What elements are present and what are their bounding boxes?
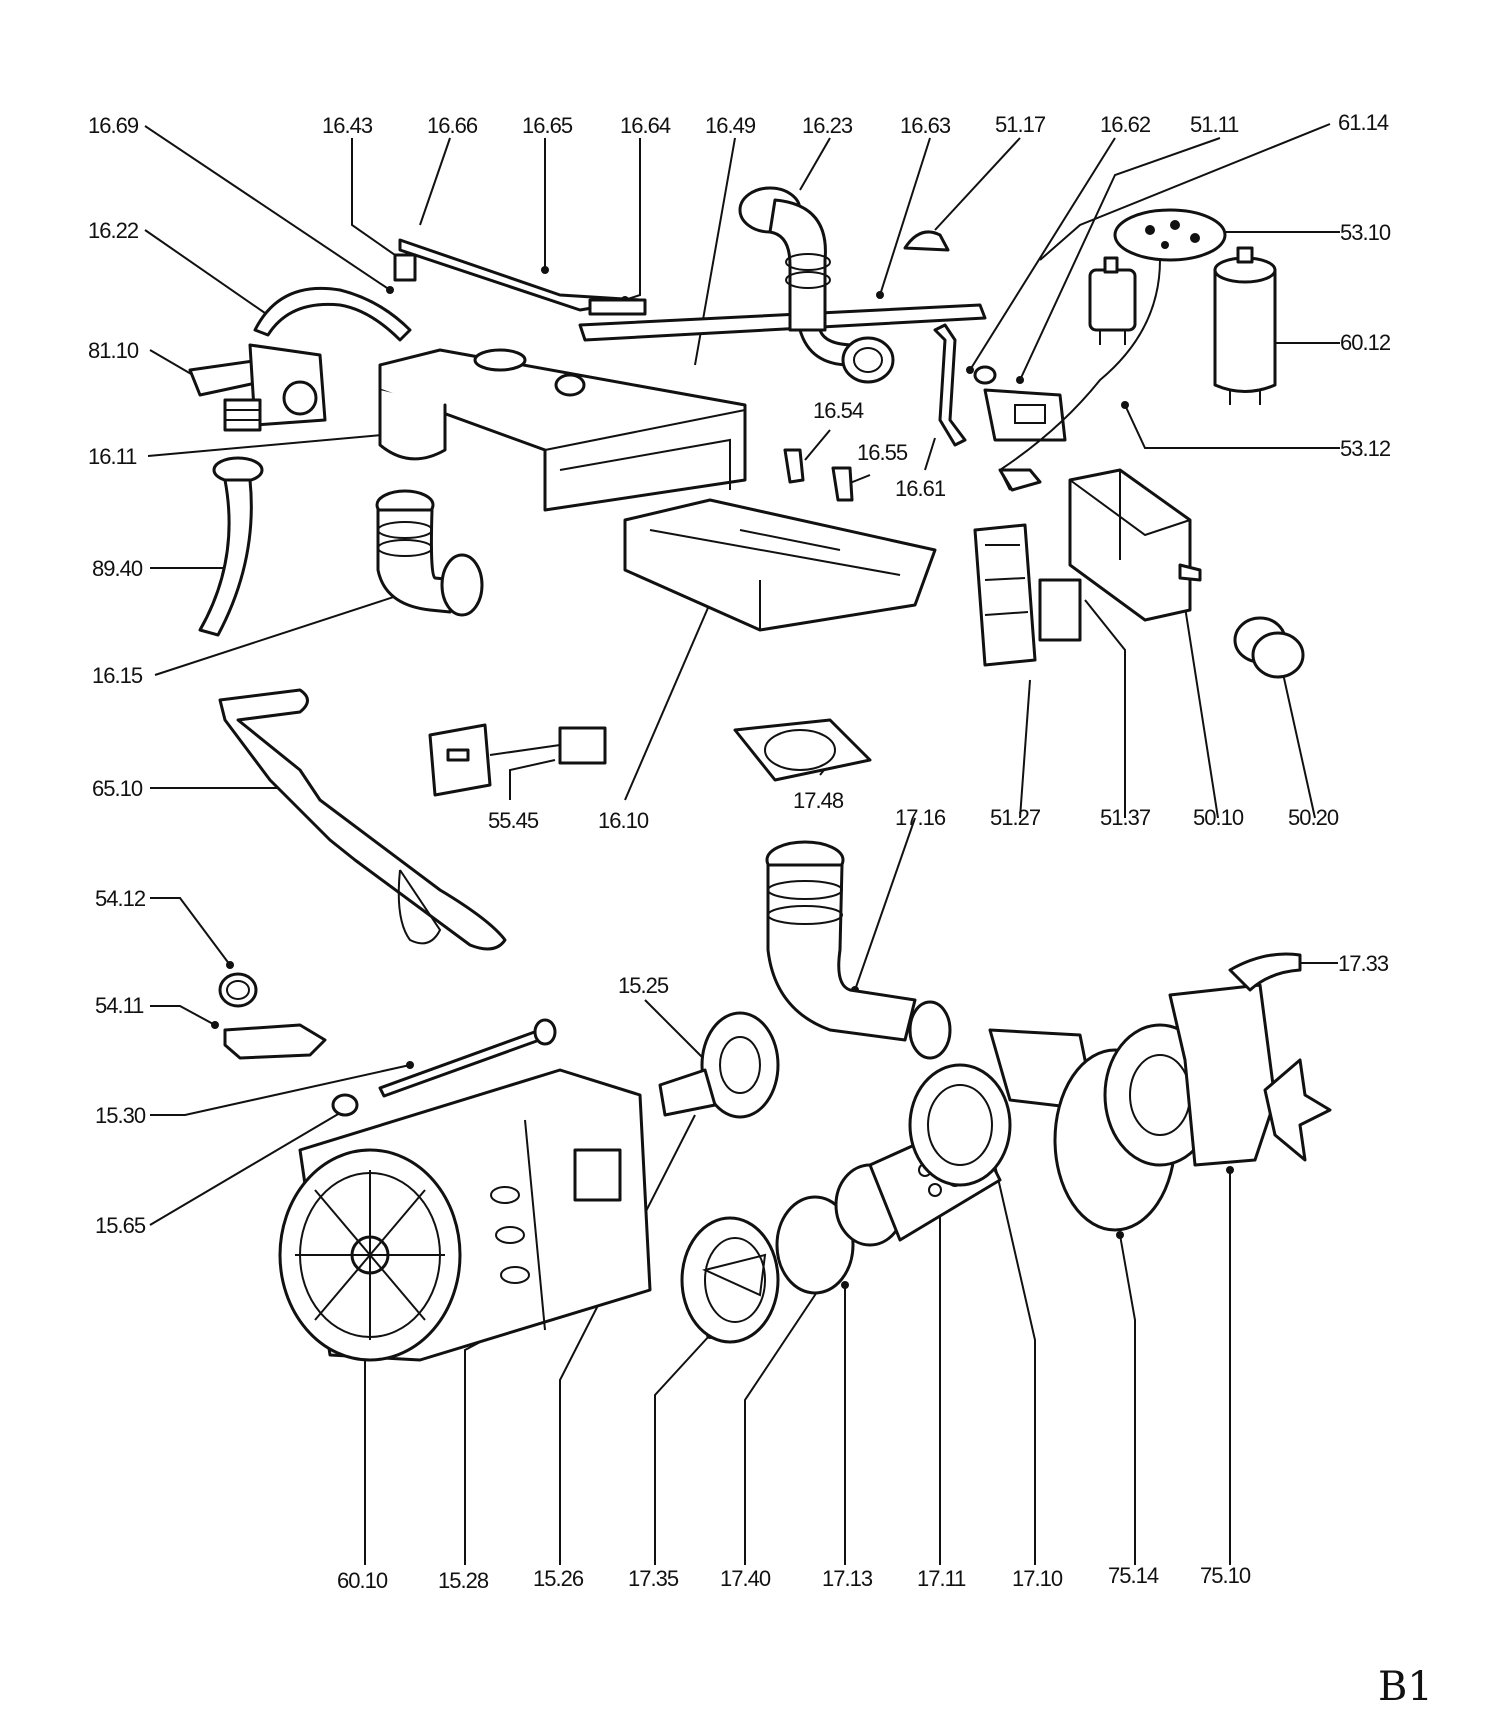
label-16-43: 16.43 xyxy=(322,113,373,138)
control-rail xyxy=(393,238,987,342)
label-54-11: 54.11 xyxy=(95,993,144,1018)
label-60-12: 60.12 xyxy=(1340,330,1391,355)
label-16-15: 16.15 xyxy=(92,663,143,688)
rod-and-pin xyxy=(331,1018,557,1117)
seals xyxy=(218,972,327,1060)
label-16-61: 16.61 xyxy=(895,476,946,501)
label-17-40: 17.40 xyxy=(720,1566,771,1591)
label-65-10: 65.10 xyxy=(92,776,143,801)
label-16-66: 16.66 xyxy=(427,113,478,138)
label-15-30: 15.30 xyxy=(95,1103,146,1128)
label-61-14: 61.14 xyxy=(1338,110,1389,135)
pulley xyxy=(658,1011,780,1119)
sump-hose xyxy=(765,840,952,1060)
label-15-25: 15.25 xyxy=(618,973,669,998)
leader-lines xyxy=(144,123,1340,1565)
label-51-37: 51.37 xyxy=(1100,805,1151,830)
dispenser-housing xyxy=(378,348,747,512)
label-54-12: 54.12 xyxy=(95,886,146,911)
filter-board xyxy=(428,723,607,797)
label-15-28: 15.28 xyxy=(438,1568,489,1593)
heating-element xyxy=(218,688,507,951)
label-17-16: 17.16 xyxy=(895,805,946,830)
label-16-11: 16.11 xyxy=(88,444,137,469)
label-75-14: 75.14 xyxy=(1108,1563,1159,1588)
timer xyxy=(1068,468,1202,622)
label-75-10: 75.10 xyxy=(1200,1563,1251,1588)
label-55-45: 55.45 xyxy=(488,808,539,833)
label-16-63: 16.63 xyxy=(900,113,951,138)
control-module xyxy=(973,523,1082,667)
label-17-33: 17.33 xyxy=(1338,951,1389,976)
label-16-69: 16.69 xyxy=(88,113,139,138)
label-53-10: 53.10 xyxy=(1340,220,1391,245)
label-60-10: 60.10 xyxy=(337,1568,388,1593)
label-51-11: 51.11 xyxy=(1190,112,1239,137)
drain-hose xyxy=(198,456,264,637)
motor xyxy=(278,1068,652,1362)
label-16-23: 16.23 xyxy=(802,113,853,138)
pump-motor xyxy=(1053,952,1332,1232)
large-capacitor xyxy=(1213,246,1277,405)
label-16-64: 16.64 xyxy=(620,113,671,138)
label-16-22: 16.22 xyxy=(88,218,139,243)
label-16-65: 16.65 xyxy=(522,113,573,138)
label-17-11: 17.11 xyxy=(917,1566,966,1591)
label-53-12: 53.12 xyxy=(1340,436,1391,461)
drain-pump-assembly xyxy=(680,1028,1097,1344)
label-16-54: 16.54 xyxy=(813,398,864,423)
pressure-switch xyxy=(998,208,1227,492)
bellows-hose xyxy=(375,489,484,617)
elbow-hose xyxy=(738,186,895,384)
label-51-17: 51.17 xyxy=(995,112,1046,137)
sheet-id: B1 xyxy=(1378,1664,1433,1710)
label-17-13: 17.13 xyxy=(822,1566,873,1591)
clip xyxy=(903,230,950,252)
label-15-65: 15.65 xyxy=(95,1213,146,1238)
detergent-drawer xyxy=(623,498,937,632)
inlet-valve xyxy=(188,286,412,432)
label-16-55: 16.55 xyxy=(857,440,908,465)
label-51-27: 51.27 xyxy=(990,805,1041,830)
label-50-20: 50.20 xyxy=(1288,805,1339,830)
label-17-48: 17.48 xyxy=(793,788,844,813)
bracket-and-relay xyxy=(933,323,1067,447)
small-capacitor xyxy=(1088,256,1137,345)
gasket xyxy=(733,718,872,782)
label-16-10: 16.10 xyxy=(598,808,649,833)
part-labels: 16.69 16.43 16.66 16.65 16.64 16.49 16.2… xyxy=(88,110,1392,1593)
label-16-62: 16.62 xyxy=(1100,112,1151,137)
control-knob xyxy=(1233,616,1305,679)
label-17-35: 17.35 xyxy=(628,1566,679,1591)
label-17-10: 17.10 xyxy=(1012,1566,1063,1591)
label-50-10: 50.10 xyxy=(1193,805,1244,830)
label-16-49: 16.49 xyxy=(705,113,756,138)
label-81-10: 81.10 xyxy=(88,338,139,363)
spring-clips xyxy=(783,448,854,502)
label-15-26: 15.26 xyxy=(533,1566,584,1591)
label-89-40: 89.40 xyxy=(92,556,143,581)
